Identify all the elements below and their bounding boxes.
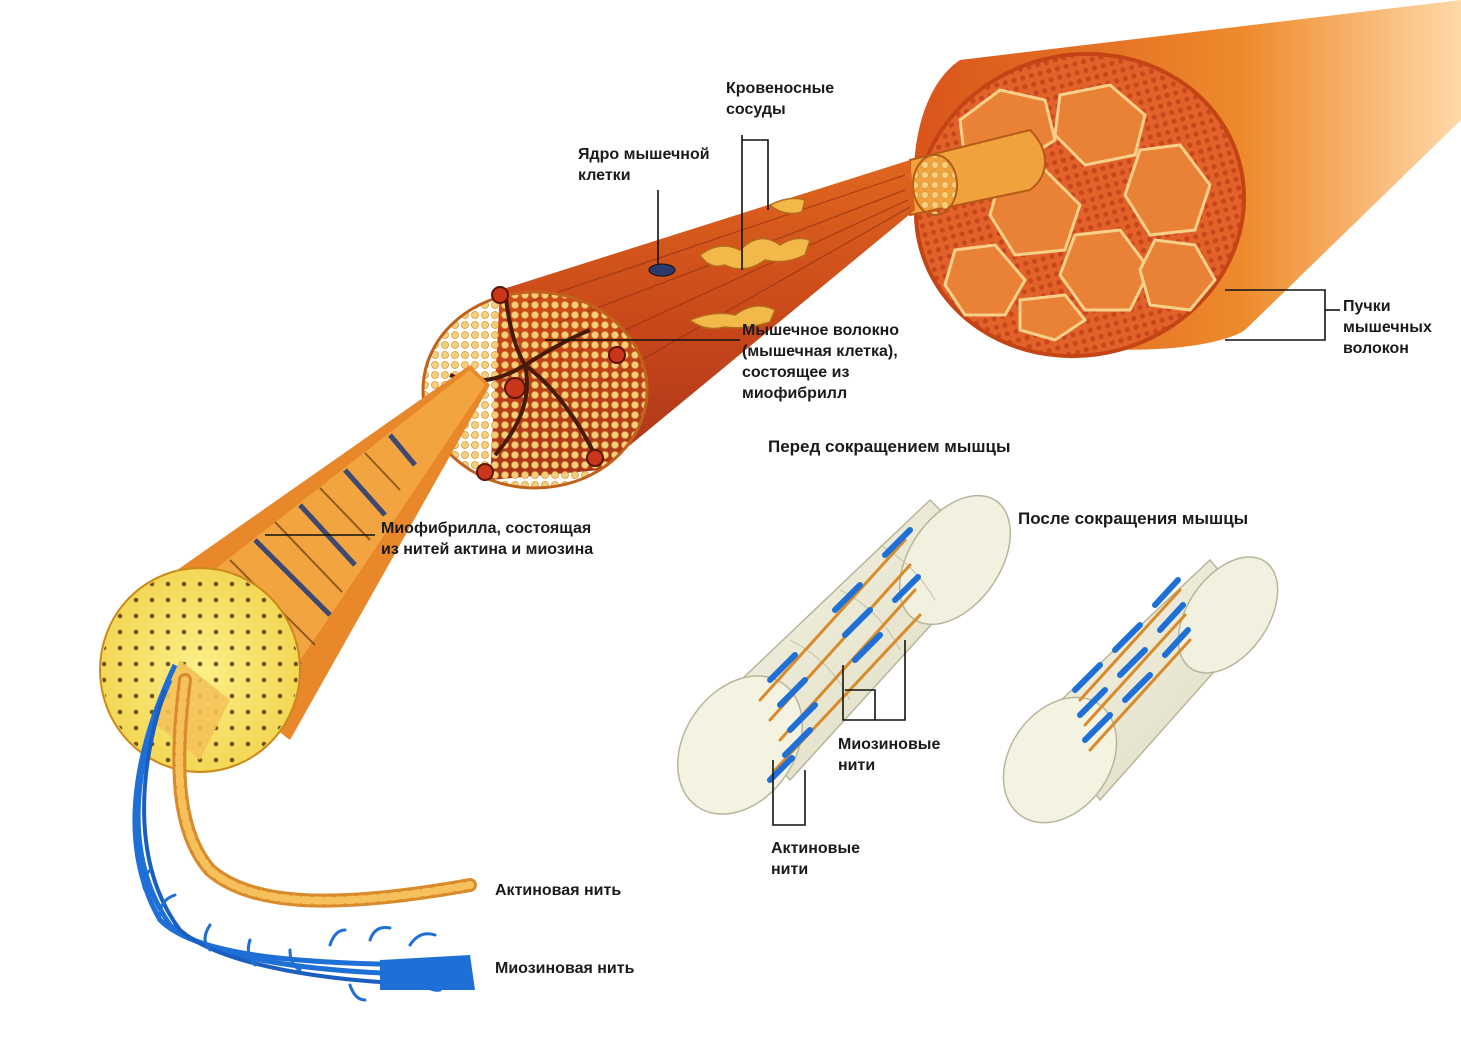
- after-contraction-heading: После сокращения мышцы: [1018, 508, 1248, 529]
- blood-vessels-label: Кровеносные сосуды: [726, 78, 834, 120]
- actin-threads-label: Актиновые нити: [771, 838, 860, 880]
- myofibril-label: Миофибрилла, состоящая из нитей актина и…: [381, 518, 593, 560]
- fiber-bundles-label: Пучки мышечных волокон: [1343, 296, 1432, 359]
- nucleus-label: Ядро мышечной клетки: [578, 144, 710, 186]
- before-contraction-heading: Перед сокращением мышцы: [768, 436, 1011, 457]
- sarcomere-after-contraction: [980, 539, 1298, 845]
- myosin-filament-label: Миозиновая нить: [495, 958, 634, 979]
- sarcomere-before-contraction: [652, 475, 1033, 838]
- muscle-fiber-label: Мышечное волокно (мышечная клетка), сост…: [742, 320, 899, 404]
- myosin-threads-label: Миозиновые нити: [838, 734, 940, 776]
- actin-filament-label: Актиновая нить: [495, 880, 621, 901]
